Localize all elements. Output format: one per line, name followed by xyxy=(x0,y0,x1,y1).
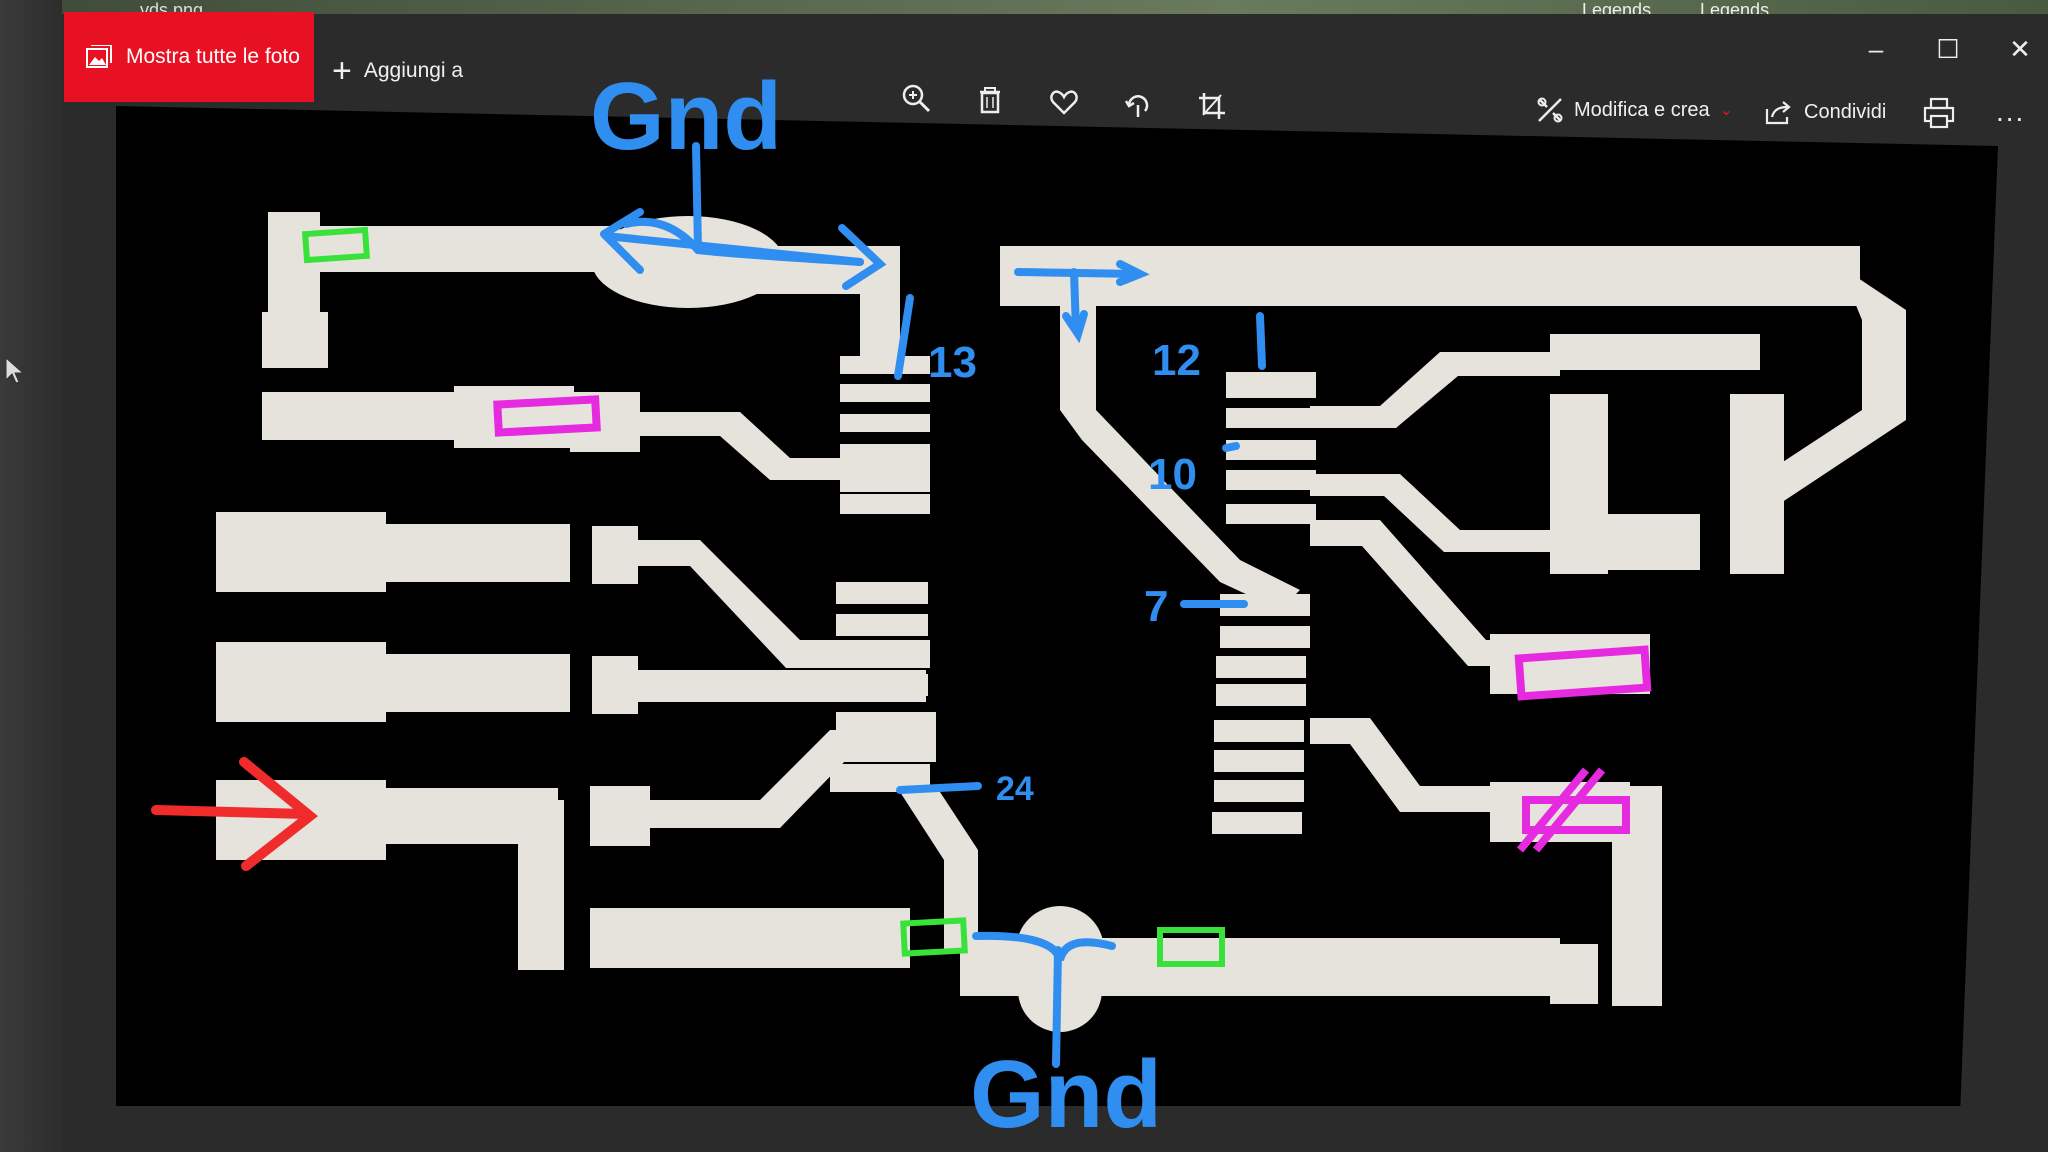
print-icon xyxy=(1923,97,1955,129)
gnd-label-top: Gnd xyxy=(590,63,782,170)
photos-icon xyxy=(86,45,112,68)
favorite-button[interactable] xyxy=(1044,82,1084,122)
crop-icon xyxy=(1199,93,1225,119)
pin-label-13: 13 xyxy=(928,338,977,387)
pin-label-7: 7 xyxy=(1144,582,1169,631)
red-arrow-icon xyxy=(151,757,319,871)
rotate-icon xyxy=(1124,95,1149,117)
add-to-label: Aggiungi a xyxy=(363,59,464,82)
rotate-button[interactable] xyxy=(1118,84,1158,124)
delete-button[interactable] xyxy=(970,80,1010,120)
blue-annotation-strokes xyxy=(600,142,1266,1068)
pin-label-24: 24 xyxy=(996,770,1034,808)
green-markers xyxy=(301,226,1225,967)
share-icon xyxy=(1765,101,1791,125)
print-button[interactable] xyxy=(1922,96,1962,136)
minimize-button[interactable]: – xyxy=(1868,34,1884,64)
maximize-button[interactable]: ☐ xyxy=(1936,34,1960,64)
add-to-button[interactable]: + Aggiungi a xyxy=(332,50,463,92)
zoom-button[interactable] xyxy=(896,78,936,118)
pin-label-10: 10 xyxy=(1148,450,1197,499)
close-button[interactable]: ✕ xyxy=(2009,34,2031,64)
share-button[interactable]: Condividi xyxy=(1764,92,1886,132)
edit-create-icon xyxy=(1537,97,1563,123)
more-options-button[interactable]: ... xyxy=(1996,96,2026,127)
zoom-in-icon xyxy=(902,84,931,113)
show-all-photos-label: Mostra tutte le foto xyxy=(126,45,300,68)
edit-create-button[interactable]: Modifica e crea ⌄ xyxy=(1536,90,1733,130)
share-label: Condividi xyxy=(1804,100,1887,123)
plus-icon: + xyxy=(332,52,352,90)
edit-create-label: Modifica e crea xyxy=(1574,98,1710,121)
crop-button[interactable] xyxy=(1192,86,1232,126)
show-all-photos-button[interactable]: Mostra tutte le foto xyxy=(64,12,314,102)
heart-icon xyxy=(1050,90,1078,115)
gnd-label-bottom: Gnd xyxy=(970,1041,1162,1148)
pin-label-12: 12 xyxy=(1152,336,1201,385)
magenta-markers xyxy=(493,395,1652,853)
pcb-traces xyxy=(216,212,1906,1032)
desktop-left-edge xyxy=(0,0,62,1152)
chevron-down-icon: ⌄ xyxy=(1719,102,1734,119)
trash-icon xyxy=(980,87,1000,114)
mouse-cursor-icon xyxy=(5,356,25,384)
